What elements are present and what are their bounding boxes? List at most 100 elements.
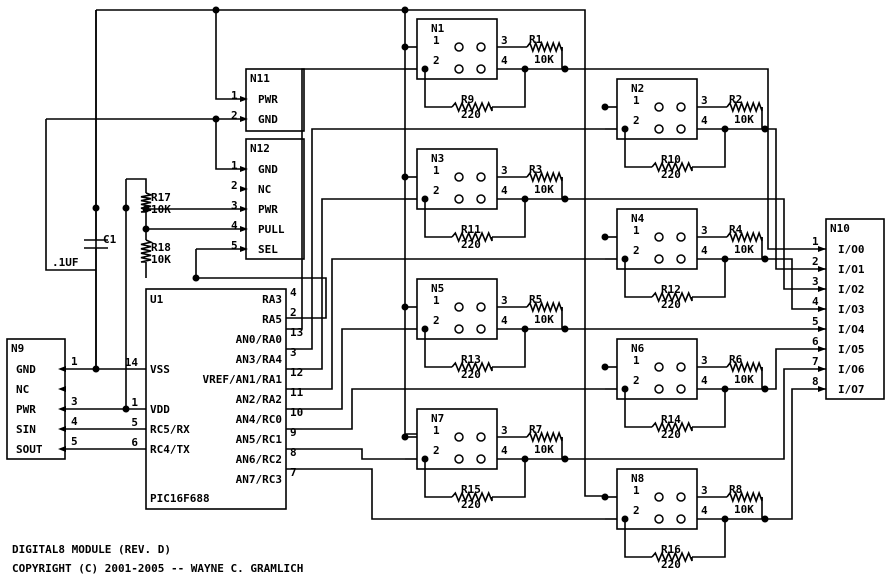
wire (692, 519, 726, 558)
junction-dot (621, 125, 629, 133)
n10-pin-num: 1 (812, 235, 819, 248)
pull-resistor-ref: R10 (661, 153, 681, 166)
n10-pin-name: I/O1 (838, 263, 865, 276)
n11-pin-num: 2 (231, 109, 238, 122)
wire (286, 68, 405, 330)
jumper-ref: N5 (431, 282, 444, 295)
jumper-pin (676, 232, 686, 242)
u1-left-pin-num: 5 (131, 416, 138, 429)
series-resistor (526, 300, 563, 314)
series-resistor-ref: R7 (529, 423, 542, 436)
jumper-pin-d: 4 (701, 374, 708, 387)
jumper-pin (454, 172, 464, 182)
jumper-pin (454, 432, 464, 442)
series-resistor-ref: R4 (729, 223, 743, 236)
n10-pin-name: I/O7 (838, 383, 865, 396)
junction-dot (721, 385, 729, 393)
jumper-pin-a: 1 (633, 224, 640, 237)
wire (286, 388, 605, 430)
n9-pin-name: SOUT (16, 443, 43, 456)
jumper-pin (454, 302, 464, 312)
n12-pin-name: PWR (258, 203, 278, 216)
arrow-icon (240, 206, 248, 212)
wire (286, 198, 405, 370)
u1-left-pin-num: 1 (131, 396, 138, 409)
n9-pin-name: GND (16, 363, 36, 376)
jumper-pin (476, 64, 486, 74)
jumper-pin-b: 2 (633, 374, 640, 387)
series-resistor (526, 170, 563, 184)
jumper-pin (654, 384, 664, 394)
jumper-pin-a: 1 (433, 34, 440, 47)
jumper-pin-c: 3 (501, 34, 508, 47)
jumper-pin (476, 42, 486, 52)
junction-dot (401, 43, 409, 51)
series-resistor (726, 490, 763, 504)
wire (692, 389, 726, 428)
n11-pin-name: GND (258, 113, 278, 126)
n12-box (245, 138, 305, 260)
junction-dot (521, 455, 529, 463)
wire (424, 69, 452, 108)
jumper-pin-b: 2 (433, 54, 440, 67)
junction-dot (721, 125, 729, 133)
jumper-pin-b: 2 (433, 184, 440, 197)
junction-dot (122, 204, 130, 212)
pull-resistor (451, 490, 493, 504)
u1-right-pin-name: AN6/RC2 (236, 453, 282, 466)
wire (624, 389, 652, 428)
u1-part: PIC16F688 (150, 492, 210, 505)
junction-dot (212, 6, 220, 14)
jumper-pin (476, 172, 486, 182)
junction-dot (601, 233, 609, 241)
pull-resistor-ref: R9 (461, 93, 474, 106)
series-resistor (726, 230, 763, 244)
u1-right-pin-name: AN7/RC3 (236, 473, 282, 486)
n10-pin-name: I/O6 (838, 363, 865, 376)
wire (624, 519, 652, 558)
junction-dot (192, 274, 200, 282)
pull-resistor-value: 220 (661, 428, 681, 441)
n10-box (825, 218, 885, 400)
series-resistor-value: 10K (534, 313, 554, 326)
u1-left-pin-name: RC4/TX (150, 443, 190, 456)
u1-right-pin-name: VREF/AN1/RA1 (203, 373, 283, 386)
junction-dot (601, 103, 609, 111)
jumper-pin-b: 2 (633, 504, 640, 517)
u1-ref: U1 (150, 293, 164, 306)
arrow-icon (58, 386, 66, 392)
n12-pin-name: GND (258, 163, 278, 176)
jumper-pin (676, 102, 686, 112)
n9-pin-num: 4 (71, 415, 78, 428)
pull-resistor-ref: R13 (461, 353, 481, 366)
u1-right-pin-num: 3 (290, 346, 297, 359)
wire (492, 199, 526, 238)
r17-ref: R17 (151, 191, 171, 204)
jumper-pin-d: 4 (501, 314, 508, 327)
wire (286, 448, 405, 460)
junction-dot (92, 365, 100, 373)
u1-left-pin-name: VDD (150, 403, 170, 416)
r18-resistor (140, 239, 154, 263)
u1-right-pin-name: RA3 (262, 293, 282, 306)
n11-ref: N11 (250, 72, 270, 85)
junction-dot (721, 515, 729, 523)
copyright-text: COPYRIGHT (C) 2001-2005 -- WAYNE C. GRAM… (12, 562, 303, 575)
pull-resistor-ref: R16 (661, 543, 681, 556)
junction-dot (122, 405, 130, 413)
jumper-pin-a: 1 (433, 424, 440, 437)
jumper-pin-d: 4 (501, 54, 508, 67)
jumper-pin (654, 232, 664, 242)
series-resistor-value: 10K (534, 443, 554, 456)
wire (492, 69, 526, 108)
u1-right-pin-name: RA5 (262, 313, 282, 326)
arrow-icon (240, 226, 248, 232)
jumper-pin (676, 492, 686, 502)
wire (565, 198, 826, 290)
jumper-pin (454, 324, 464, 334)
jumper-pin-a: 1 (633, 354, 640, 367)
jumper-pin (454, 42, 464, 52)
junction-dot (621, 515, 629, 523)
series-resistor-value: 10K (734, 503, 754, 516)
n12-pin-num: 1 (231, 159, 238, 172)
